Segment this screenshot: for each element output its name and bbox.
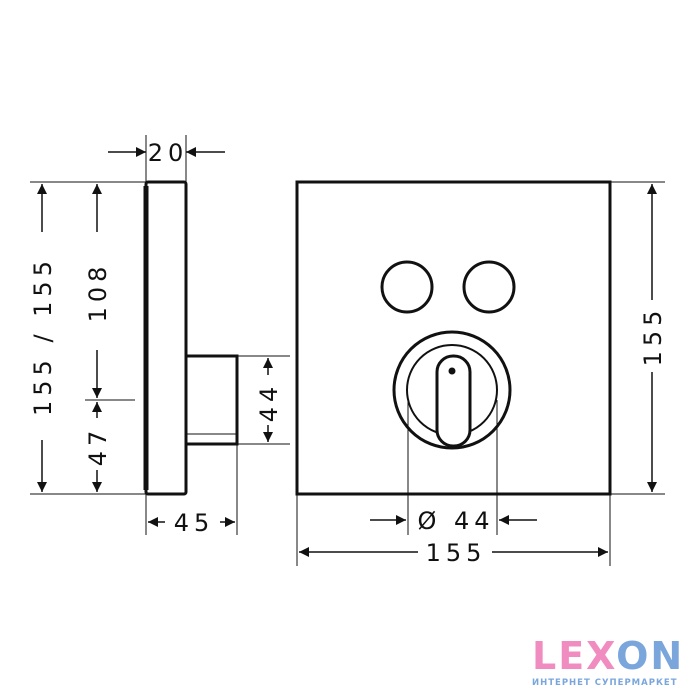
label-45: 45 (174, 509, 215, 537)
label-47: 47 (84, 426, 112, 467)
logo-subtitle: ИНТЕРНЕТ СУПЕРМАРКЕТ (532, 678, 678, 688)
label-108: 108 (84, 262, 112, 323)
dim-44 (237, 355, 290, 445)
label-44: 44 (255, 382, 283, 423)
dim-left (30, 181, 146, 495)
dim-20 (108, 135, 225, 182)
label-155-right: 155 (639, 306, 667, 367)
dim-diameter (370, 400, 537, 535)
logo-text-pink: LEX (532, 634, 617, 678)
label-155-bottom: 155 (426, 539, 487, 567)
button-right (462, 260, 516, 314)
dim-45 (145, 444, 238, 535)
knob-handle (435, 354, 472, 448)
label-diameter-44: Ø 44 (417, 507, 494, 535)
logo-text-blue: ON (616, 634, 685, 678)
button-left (380, 260, 434, 314)
label-155-155: 155 / 155 (29, 256, 57, 416)
label-20: 20 (148, 139, 189, 167)
dim-width (296, 494, 611, 566)
side-view (143, 180, 239, 496)
front-view (295, 180, 612, 496)
lexon-logo: LEXON ИНТЕРНЕТ СУПЕРМАРКЕТ (532, 636, 684, 688)
knob-ring (392, 330, 512, 450)
dim-height-right (610, 181, 665, 495)
